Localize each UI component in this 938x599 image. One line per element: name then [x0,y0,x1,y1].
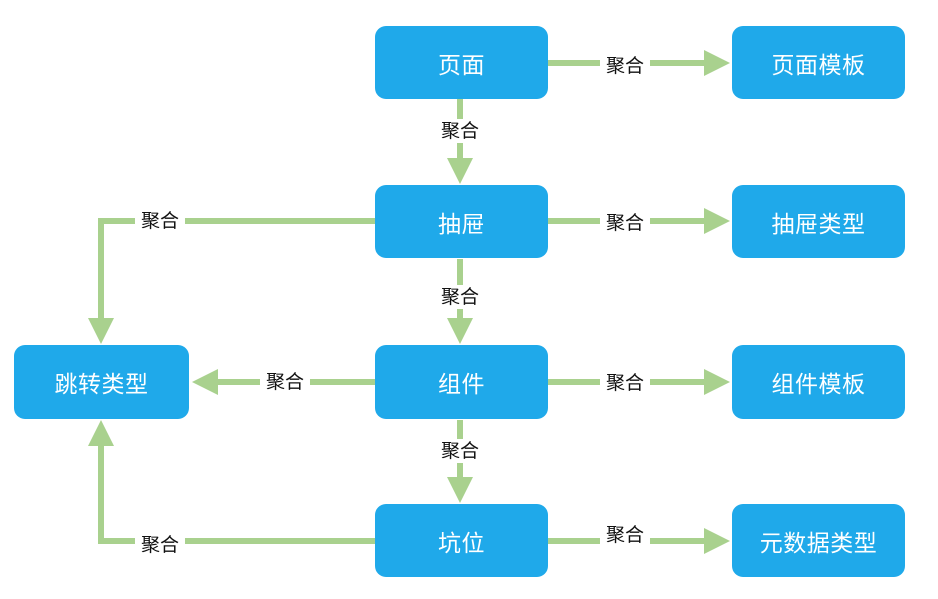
edge-label-page-to-page-template: 聚合 [599,54,651,78]
arrowhead-drawer-type [704,208,730,234]
node-jump-type-label: 跳转类型 [54,372,149,398]
node-page: 页面 [375,26,548,99]
node-page-label: 页面 [438,52,485,79]
edge-slot-to-jump-type [98,441,375,544]
arrowhead-component [447,318,473,344]
node-page-template-label: 页面模板 [771,52,866,79]
node-metadata-type-label: 元数据类型 [759,530,878,557]
edge-label-page-to-drawer: 聚合 [434,119,486,143]
node-metadata-type: 元数据类型 [732,504,905,577]
arrowhead-slot [447,477,473,503]
node-drawer-type: 抽屉类型 [732,185,905,258]
node-drawer-label: 抽屉 [438,211,485,238]
node-component: 组件 [375,345,548,419]
node-drawer: 抽屉 [375,185,548,258]
edge-label-component-to-component-template: 聚合 [599,371,651,395]
node-jump-type: 跳转类型 [14,345,189,419]
node-component-label: 组件 [438,372,485,398]
arrowhead-component-template [704,369,730,395]
arrowhead-jump-type-bottom [88,420,114,446]
node-drawer-type-label: 抽屉类型 [771,211,866,238]
arrowhead-jump-type-top [88,318,114,344]
node-slot-label: 坑位 [438,530,485,557]
arrowhead-page-template [704,50,730,76]
edge-drawer-to-jump-type [98,218,375,322]
node-page-template: 页面模板 [732,26,905,99]
node-component-template: 组件模板 [732,345,905,419]
edge-label-component-to-jump-type: 聚合 [259,370,311,394]
arrowhead-jump-type-middle [192,369,218,395]
edge-label-drawer-to-jump-type: 聚合 [134,209,186,233]
arrowhead-drawer [447,158,473,184]
edge-label-drawer-to-component: 聚合 [434,285,486,309]
edge-label-slot-to-metadata-type: 聚合 [599,523,651,547]
node-component-template-label: 组件模板 [771,372,866,398]
edge-label-slot-to-jump-type: 聚合 [134,533,186,557]
node-slot: 坑位 [375,504,548,577]
edge-label-component-to-slot: 聚合 [434,439,486,463]
arrowhead-metadata-type [704,528,730,554]
edge-label-drawer-to-drawer-type: 聚合 [599,211,651,235]
